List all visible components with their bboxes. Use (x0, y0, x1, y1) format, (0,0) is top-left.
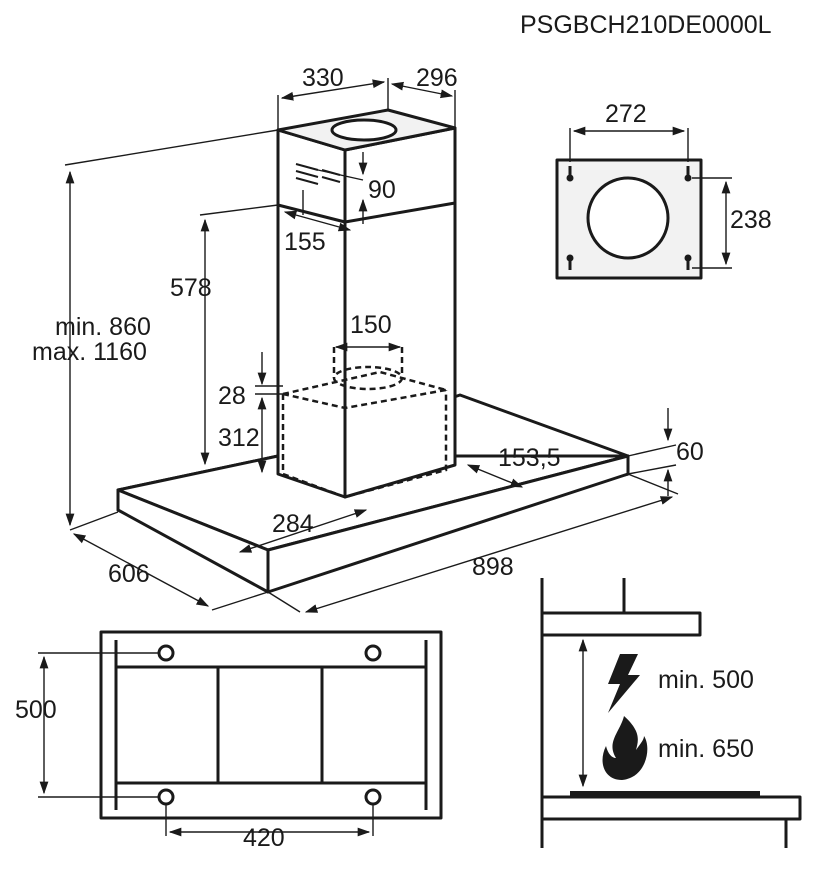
dimension-labels: 330 296 90 155 578 min. 860 max. 1160 15… (32, 64, 704, 588)
label-chimney-height: 578 (170, 274, 212, 302)
flame-icon (602, 716, 648, 780)
label-canopy-depth: 606 (108, 560, 150, 588)
label-total-height-min: min. 860 (55, 313, 151, 341)
vent-slots (295, 163, 341, 185)
chimney-front (276, 128, 347, 499)
dimension-lines (64, 78, 679, 613)
label-gas-clearance: min. 650 (658, 735, 754, 763)
bracket-slot (566, 166, 692, 270)
label-bottom-spacing-y: 500 (15, 696, 57, 724)
label-bottom-spacing-x: 420 (243, 824, 285, 852)
model-code: PSGBCH210DE0000L (520, 11, 772, 39)
label-top-width: 330 (302, 64, 344, 92)
cooktop-surface (570, 791, 760, 797)
label-outlet-gap: 28 (218, 382, 246, 410)
label-canopy-offset: 153,5 (498, 444, 561, 472)
label-canopy-width: 898 (472, 553, 514, 581)
label-inner-box-height: 312 (218, 424, 260, 452)
label-bracket-spacing-x: 272 (605, 100, 647, 128)
label-duct-gap: 90 (368, 176, 396, 204)
ceiling-bracket: 272 238 (555, 100, 772, 280)
label-top-depth: 296 (416, 64, 458, 92)
cooktop-clearance-diagram: min. 500 min. 650 (540, 578, 802, 848)
label-electric-clearance: min. 500 (658, 666, 754, 694)
label-inner-depth: 284 (272, 510, 314, 538)
label-canopy-height: 60 (676, 438, 704, 466)
label-duct-offset: 155 (284, 228, 326, 256)
cooktop-profile (540, 795, 802, 821)
chimney-top-outlet (330, 118, 398, 142)
lightning-icon (608, 654, 640, 713)
label-bracket-spacing-y: 238 (730, 206, 772, 234)
label-outlet-diameter: 150 (350, 311, 392, 339)
hood-side-profile (540, 611, 702, 637)
internal-motor-box (281, 347, 448, 499)
hood-bottom-view: 500 420 (15, 630, 443, 852)
label-total-height-max: max. 1160 (32, 338, 147, 366)
